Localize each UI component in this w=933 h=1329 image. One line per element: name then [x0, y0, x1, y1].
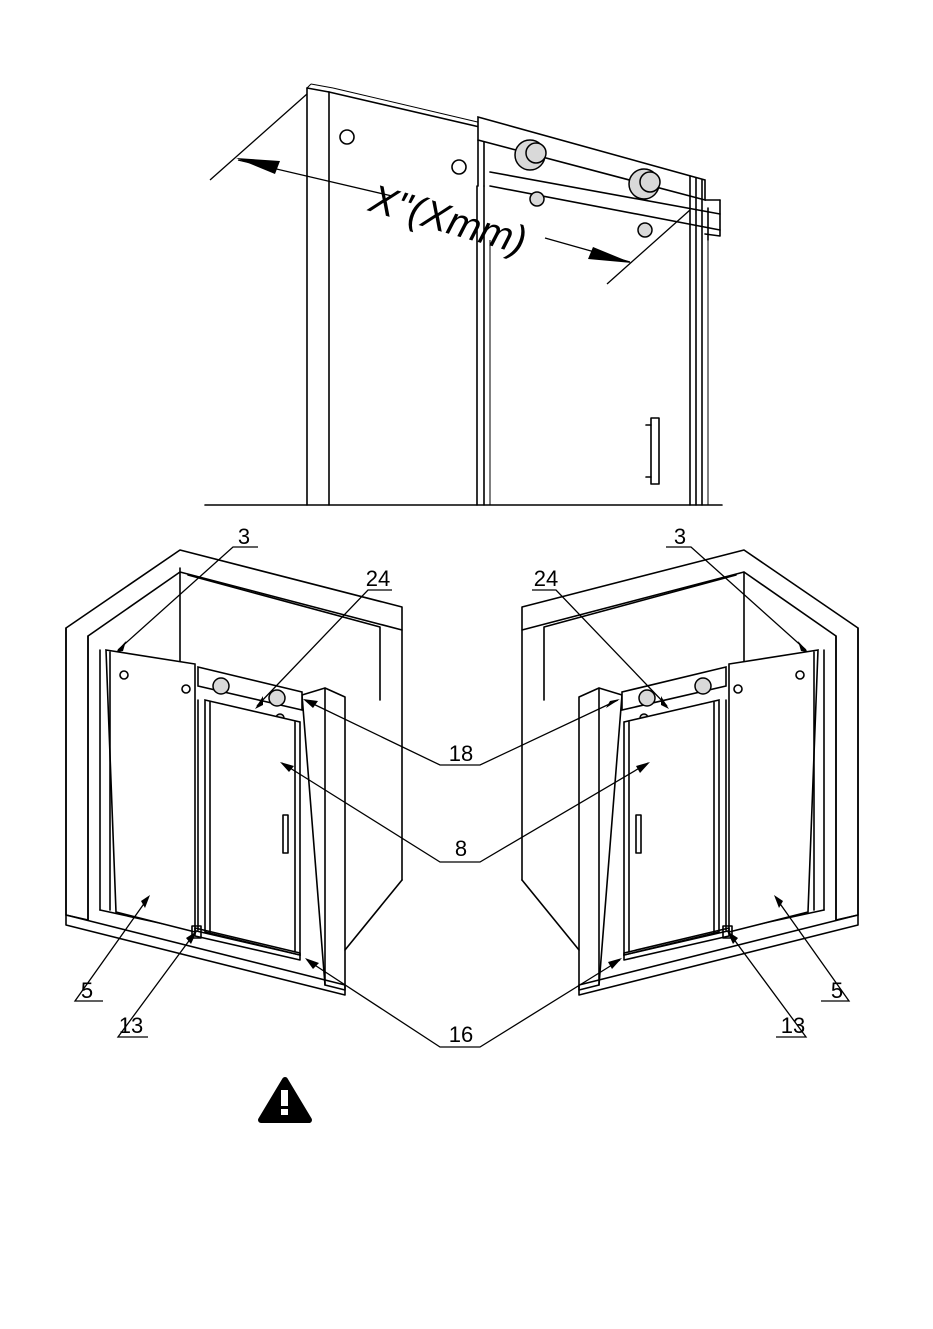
callout-left-3: 3	[238, 524, 250, 549]
callout-8: 8	[455, 836, 467, 861]
callout-left-13: 13	[119, 1013, 143, 1038]
right-corner-view	[522, 547, 858, 1037]
top-shower-view: X"(Xmm)	[205, 84, 722, 505]
left-corner-view: 3 24 5 13	[66, 524, 402, 1038]
callout-left-24: 24	[366, 566, 390, 591]
callout-18: 18	[449, 741, 473, 766]
callout-right-3: 3	[674, 524, 686, 549]
door-handle	[651, 418, 659, 484]
callout-right-24: 24	[534, 566, 558, 591]
shared-callouts: 18 8 16	[280, 699, 650, 1047]
callout-right-13: 13	[781, 1013, 805, 1038]
callout-16: 16	[449, 1022, 473, 1047]
callout-right-5: 5	[831, 978, 843, 1003]
callout-left-5: 5	[81, 978, 93, 1003]
warning-icon	[261, 1080, 309, 1120]
